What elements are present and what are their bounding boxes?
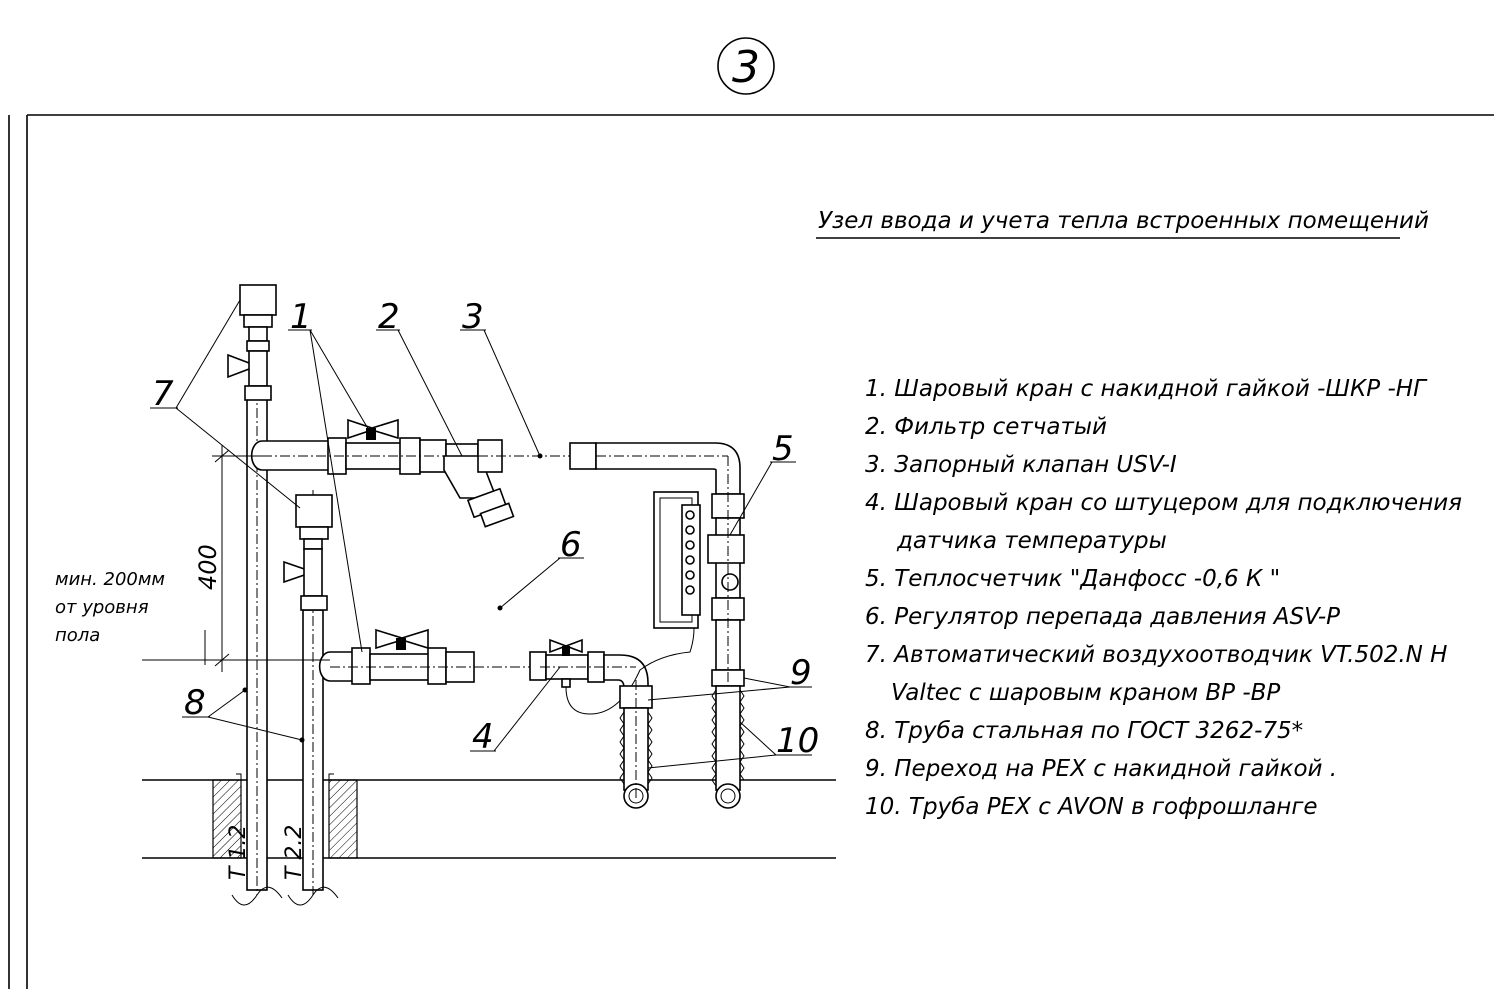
legend-item: Valtec с шаровым краном ВР -ВР <box>891 680 1280 706</box>
floor-note-line: от уровня <box>55 597 149 618</box>
sheet-number-marker: 3 <box>717 37 775 95</box>
dimension-value: 400 <box>194 544 222 590</box>
callout-2: 2 <box>378 297 400 337</box>
callout-5: 5 <box>772 429 794 469</box>
legend: 1. Шаровый кран с накидной гайкой -ШКР -… <box>865 376 1462 820</box>
legend-item: 2. Фильтр сетчатый <box>865 414 1107 440</box>
sheet-frame <box>8 114 1494 989</box>
sheet-number: 3 <box>732 42 760 93</box>
pipe-label-t12: Т 1.2 <box>226 825 251 880</box>
legend-item: 1. Шаровый кран с накидной гайкой -ШКР -… <box>865 376 1428 402</box>
supply-riser <box>231 300 283 906</box>
diagram-title: Узел ввода и учета тепла встроенных поме… <box>818 208 1429 234</box>
dimension-400: 400 <box>194 445 330 672</box>
callout-8: 8 <box>184 683 206 723</box>
legend-item: 7. Автоматический воздухоотводчик VT.502… <box>865 642 1447 668</box>
legend-item: 5. Теплосчетчик "Данфосс -0,6 К " <box>865 566 1280 592</box>
pipe-label-t22: Т 2.2 <box>282 825 307 880</box>
return-branch <box>318 627 695 715</box>
air-vent-2 <box>283 494 333 611</box>
legend-item: 6. Регулятор перепада давления ASV-P <box>865 604 1340 630</box>
legend-item: 9. Переход на РЕХ с накидной гайкой . <box>865 756 1337 782</box>
callouts: 1 2 3 5 6 7 8 4 9 10 <box>150 297 819 769</box>
air-vent-1 <box>227 284 277 401</box>
floor-note: мин. 200мм от уровня пола <box>55 569 206 665</box>
legend-item: 4. Шаровый кран со штуцером для подключе… <box>865 490 1462 516</box>
legend-item: 10. Труба РЕХ с AVON в гофрошланге <box>865 794 1318 820</box>
legend-item: 3. Запорный клапан USV-I <box>865 452 1177 478</box>
floor-note-line: мин. 200мм <box>55 569 165 590</box>
floor-note-line: пола <box>55 625 100 646</box>
pex-pipes <box>619 680 745 809</box>
supply-branch <box>250 418 741 528</box>
callout-9: 9 <box>790 653 812 693</box>
legend-item: датчика температуры <box>896 528 1167 554</box>
heat-meter <box>653 456 745 800</box>
callout-4: 4 <box>472 717 494 757</box>
legend-item: 8. Труба стальная по ГОСТ 3262-75* <box>865 718 1303 744</box>
callout-7: 7 <box>152 374 174 414</box>
callout-1: 1 <box>290 297 312 337</box>
callout-6: 6 <box>560 525 582 565</box>
callout-10: 10 <box>776 721 819 761</box>
callout-3: 3 <box>462 297 484 337</box>
